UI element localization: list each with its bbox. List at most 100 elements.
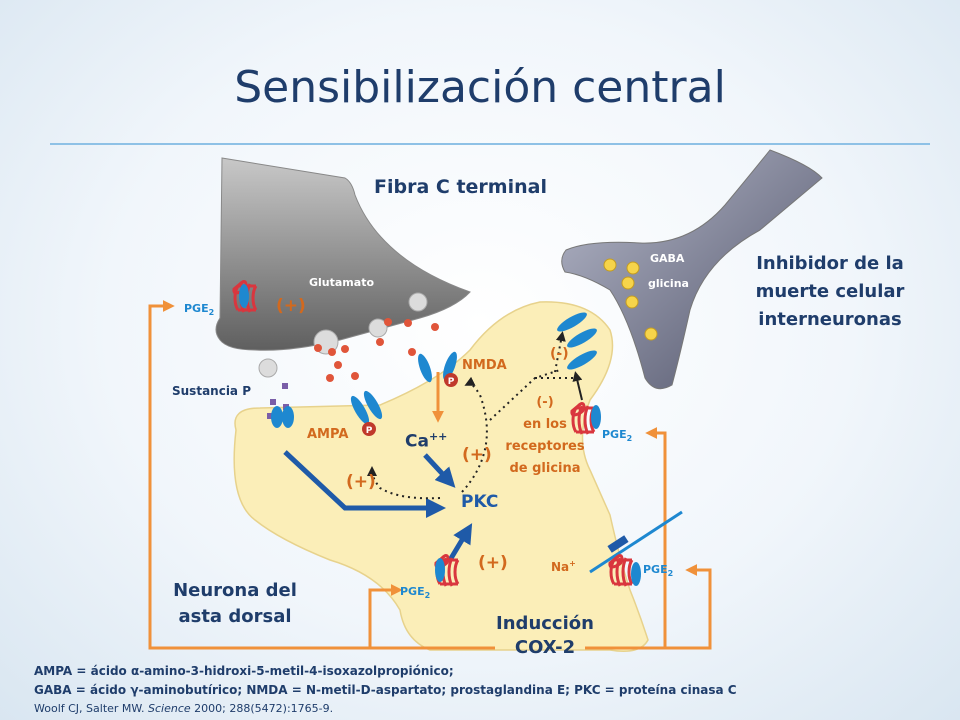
title-divider [50, 143, 930, 145]
glycine-dot [621, 276, 635, 290]
label-pge2-right-lower: PGE2 [643, 563, 673, 578]
substance-p-dot [270, 399, 276, 405]
label-pge2-bottom: PGE2 [400, 585, 430, 600]
label-sodium-text: Na [551, 560, 570, 574]
label-gaba: GABA [650, 252, 685, 265]
label-inhibitor-line3: interneuronas [758, 309, 902, 330]
label-pge2-left: PGE2 [184, 302, 214, 317]
ampa-receptor [350, 395, 370, 425]
glycine-dot [603, 258, 617, 272]
sodium-channel [607, 535, 629, 553]
label-cox2: COX-2 [514, 637, 576, 658]
label-inhibitor-line1: Inhibidor de la [756, 253, 904, 274]
label-induccion: Inducción [496, 613, 594, 634]
glutamate-dot [326, 374, 334, 382]
label-glycine-receptors: (-) en los receptores de glicina [505, 392, 585, 480]
pge2-loop-left [148, 300, 495, 650]
glycine-receptor [557, 312, 587, 332]
label-pge2-right-upper: PGE2 [602, 428, 632, 443]
arrow-ca-to-pkc [423, 453, 456, 488]
dotted-arrow-upper-receptor [554, 331, 566, 373]
phospho-marker-ampa-label: P [366, 426, 373, 436]
label-pge2-bottom-sub: 2 [424, 591, 431, 601]
arrow-to-pkc [283, 450, 446, 518]
label-substance-p: Sustancia P [172, 384, 252, 398]
ampa-receptor [363, 390, 383, 420]
dotted-pkc-to-ampa [367, 466, 441, 500]
dotted-to-glycine-receptors [489, 369, 575, 421]
label-glycine: glicina [648, 277, 689, 290]
label-de-glicina: de glicina [509, 461, 581, 476]
sodium-channel-stalk [589, 510, 683, 574]
ep-receptor-anchor [435, 558, 445, 582]
glutamate-dot [334, 361, 342, 369]
footer-ref-journal: Science [148, 702, 191, 715]
footer-line1: AMPA = ácido α-amino-3-hidroxi-5-metil-4… [34, 664, 454, 678]
nmda-receptor [443, 351, 457, 381]
c-fiber-terminal [215, 157, 471, 351]
label-pge2-right-upper-sub: 2 [626, 434, 633, 444]
glutamate-dot [351, 372, 359, 380]
nk1-receptor [282, 406, 294, 428]
footer-line2: GABA = ácido γ-aminobutírico; NMDA = N-m… [34, 683, 737, 697]
label-receptores: receptores [505, 439, 585, 454]
nmda-receptor [418, 353, 432, 383]
label-pge2-right-lower-sub: 2 [667, 569, 674, 579]
page-title: Sensibilización central [234, 62, 726, 113]
footer-ref-rest: 2000; 288(5472):1765-9. [190, 702, 334, 715]
glutamate-dot [376, 338, 384, 346]
label-dorsal-neuron-line1: Neurona del [173, 580, 297, 601]
label-minus-upper: (-) [550, 346, 569, 362]
glycine-receptor [567, 328, 597, 348]
phospho-marker-nmda-label: P [448, 377, 455, 387]
pge2-loop-right-lower [585, 564, 712, 650]
glycine-dot [626, 261, 640, 275]
footer-ref-authors: Woolf CJ, Salter MW. [34, 702, 149, 715]
label-dorsal-neuron-line2: asta dorsal [178, 606, 292, 627]
label-pge2-right-upper-text: PGE [602, 428, 627, 441]
black-arrow-glycine [572, 371, 583, 401]
ep-receptor-anchor [631, 562, 641, 586]
glutamate-dot [404, 319, 412, 327]
label-inhibitor: Inhibidor de la muerte celular interneur… [730, 250, 930, 334]
label-plus-ca: (+) [462, 445, 492, 465]
glutamate-dot [408, 348, 416, 356]
glutamate-dot [328, 348, 336, 356]
footer-reference: Woolf CJ, Salter MW. Science 2000; 288(5… [34, 702, 333, 715]
inhibitory-interneuron [561, 149, 823, 390]
glutamate-dot [314, 344, 322, 352]
ep-receptor-anchor [591, 405, 601, 429]
glutamate-dot [431, 323, 439, 331]
vesicle [368, 318, 388, 338]
label-pge2-left-sub: 2 [208, 308, 215, 318]
label-plus-cox2: (+) [478, 553, 508, 573]
label-minus-lower: (-) [536, 395, 554, 410]
label-cox2-induction: Inducción COX-2 [490, 612, 600, 660]
label-sodium: Na+ [551, 559, 576, 574]
label-plus-ampa: (+) [346, 472, 376, 492]
glutamate-dot [384, 318, 392, 326]
label-en-los: en los [523, 417, 567, 432]
label-nmda: NMDA [462, 358, 507, 373]
glutamate-dot [341, 345, 349, 353]
arrow-cox2-to-pkc [447, 523, 473, 562]
ep-receptor-anchor [239, 284, 249, 308]
label-pkc: PKC [461, 492, 499, 512]
label-pge2-right-lower-text: PGE [643, 563, 668, 576]
label-c-fiber: Fibra C terminal [374, 176, 547, 198]
glycine-receptor [567, 350, 597, 370]
label-ampa: AMPA [307, 427, 349, 442]
label-dorsal-neuron: Neurona del asta dorsal [170, 578, 300, 630]
label-pge2-left-text: PGE [184, 302, 209, 315]
label-inhibitor-line2: muerte celular [755, 281, 905, 302]
label-calcium: Ca++ [405, 430, 447, 452]
substance-p-dot [282, 383, 288, 389]
label-calcium-charge: ++ [428, 430, 448, 443]
vesicle [408, 292, 428, 312]
vesicle [258, 358, 278, 378]
phospho-marker-ampa [362, 422, 376, 436]
label-calcium-text: Ca [405, 431, 429, 452]
glycine-dot [644, 327, 658, 341]
label-plus-presynaptic: (+) [276, 296, 306, 316]
